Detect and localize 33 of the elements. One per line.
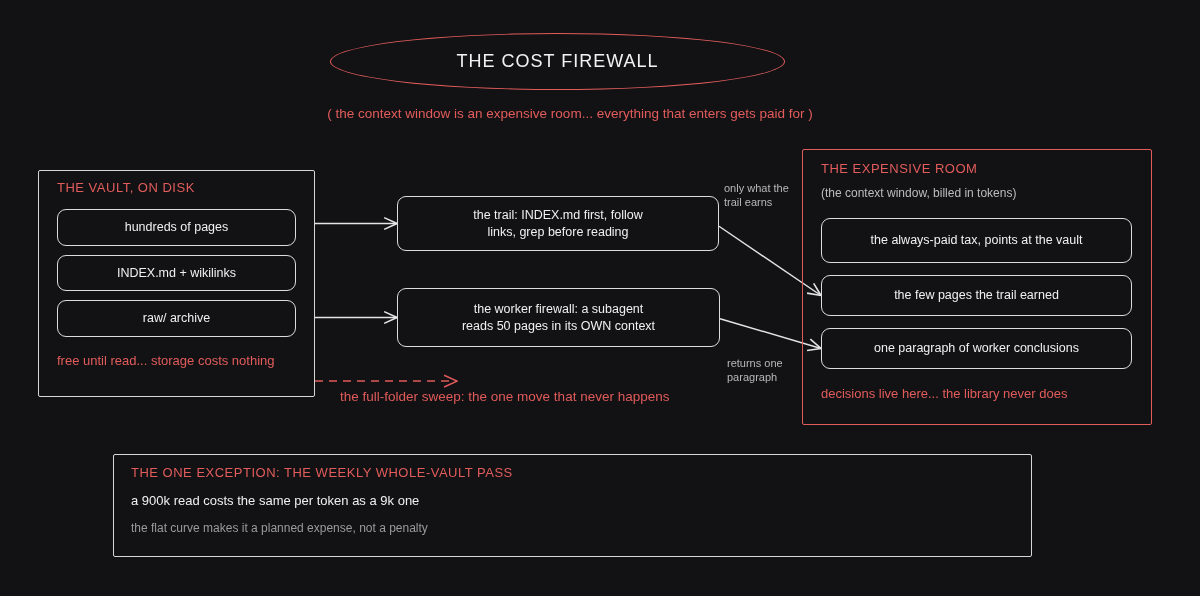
dashed-arrow: [314, 374, 458, 388]
panel-note: the flat curve makes it a planned expense, not a penalty: [131, 520, 428, 537]
box-label: INDEX.md + wikilinks: [116, 264, 237, 282]
arrow: [314, 310, 398, 325]
process-box: [821, 328, 1132, 369]
box-label: raw/ archive: [142, 310, 211, 327]
process-box: [57, 255, 296, 291]
process-box: [397, 196, 719, 251]
process-box: [821, 218, 1132, 263]
panel-heading: THE EXPENSIVE ROOM: [821, 160, 978, 178]
box-label: the always-paid tax, points at the vault: [870, 232, 1083, 249]
process-box: [821, 275, 1132, 316]
box-label: the trail: INDEX.md first, follow links, grep before reading: [472, 206, 644, 241]
arrow: [719, 317, 822, 352]
process-box: [397, 288, 720, 347]
panel-text: a 900k read costs the same per token as a 9k one: [131, 492, 420, 510]
panel-note: decisions live here... the library never does: [821, 385, 1068, 403]
process-box: [57, 300, 296, 337]
box-label: the worker firewall: a subagent reads 50 pages in its OWN context: [460, 300, 657, 335]
panel-note: free until read... storage costs nothing: [57, 352, 275, 370]
subtitle: ( the context window is an expensive room... everything that enters gets paid for ): [326, 105, 814, 123]
panel-heading: THE ONE EXCEPTION: THE WEEKLY WHOLE-VAULT PASS: [131, 464, 513, 482]
box-label: one paragraph of worker conclusions: [874, 340, 1079, 357]
panel: [802, 149, 1152, 425]
process-box: [57, 209, 296, 246]
panel-subheading: (the context window, billed in tokens): [821, 185, 1017, 202]
panel: [38, 170, 315, 397]
arrow: [314, 216, 398, 231]
box-label: the few pages the trail earned: [894, 287, 1059, 304]
panel-heading: THE VAULT, ON DISK: [57, 179, 195, 197]
arrow: [718, 225, 822, 297]
box-label: hundreds of pages: [124, 219, 229, 236]
panel: [113, 454, 1032, 557]
